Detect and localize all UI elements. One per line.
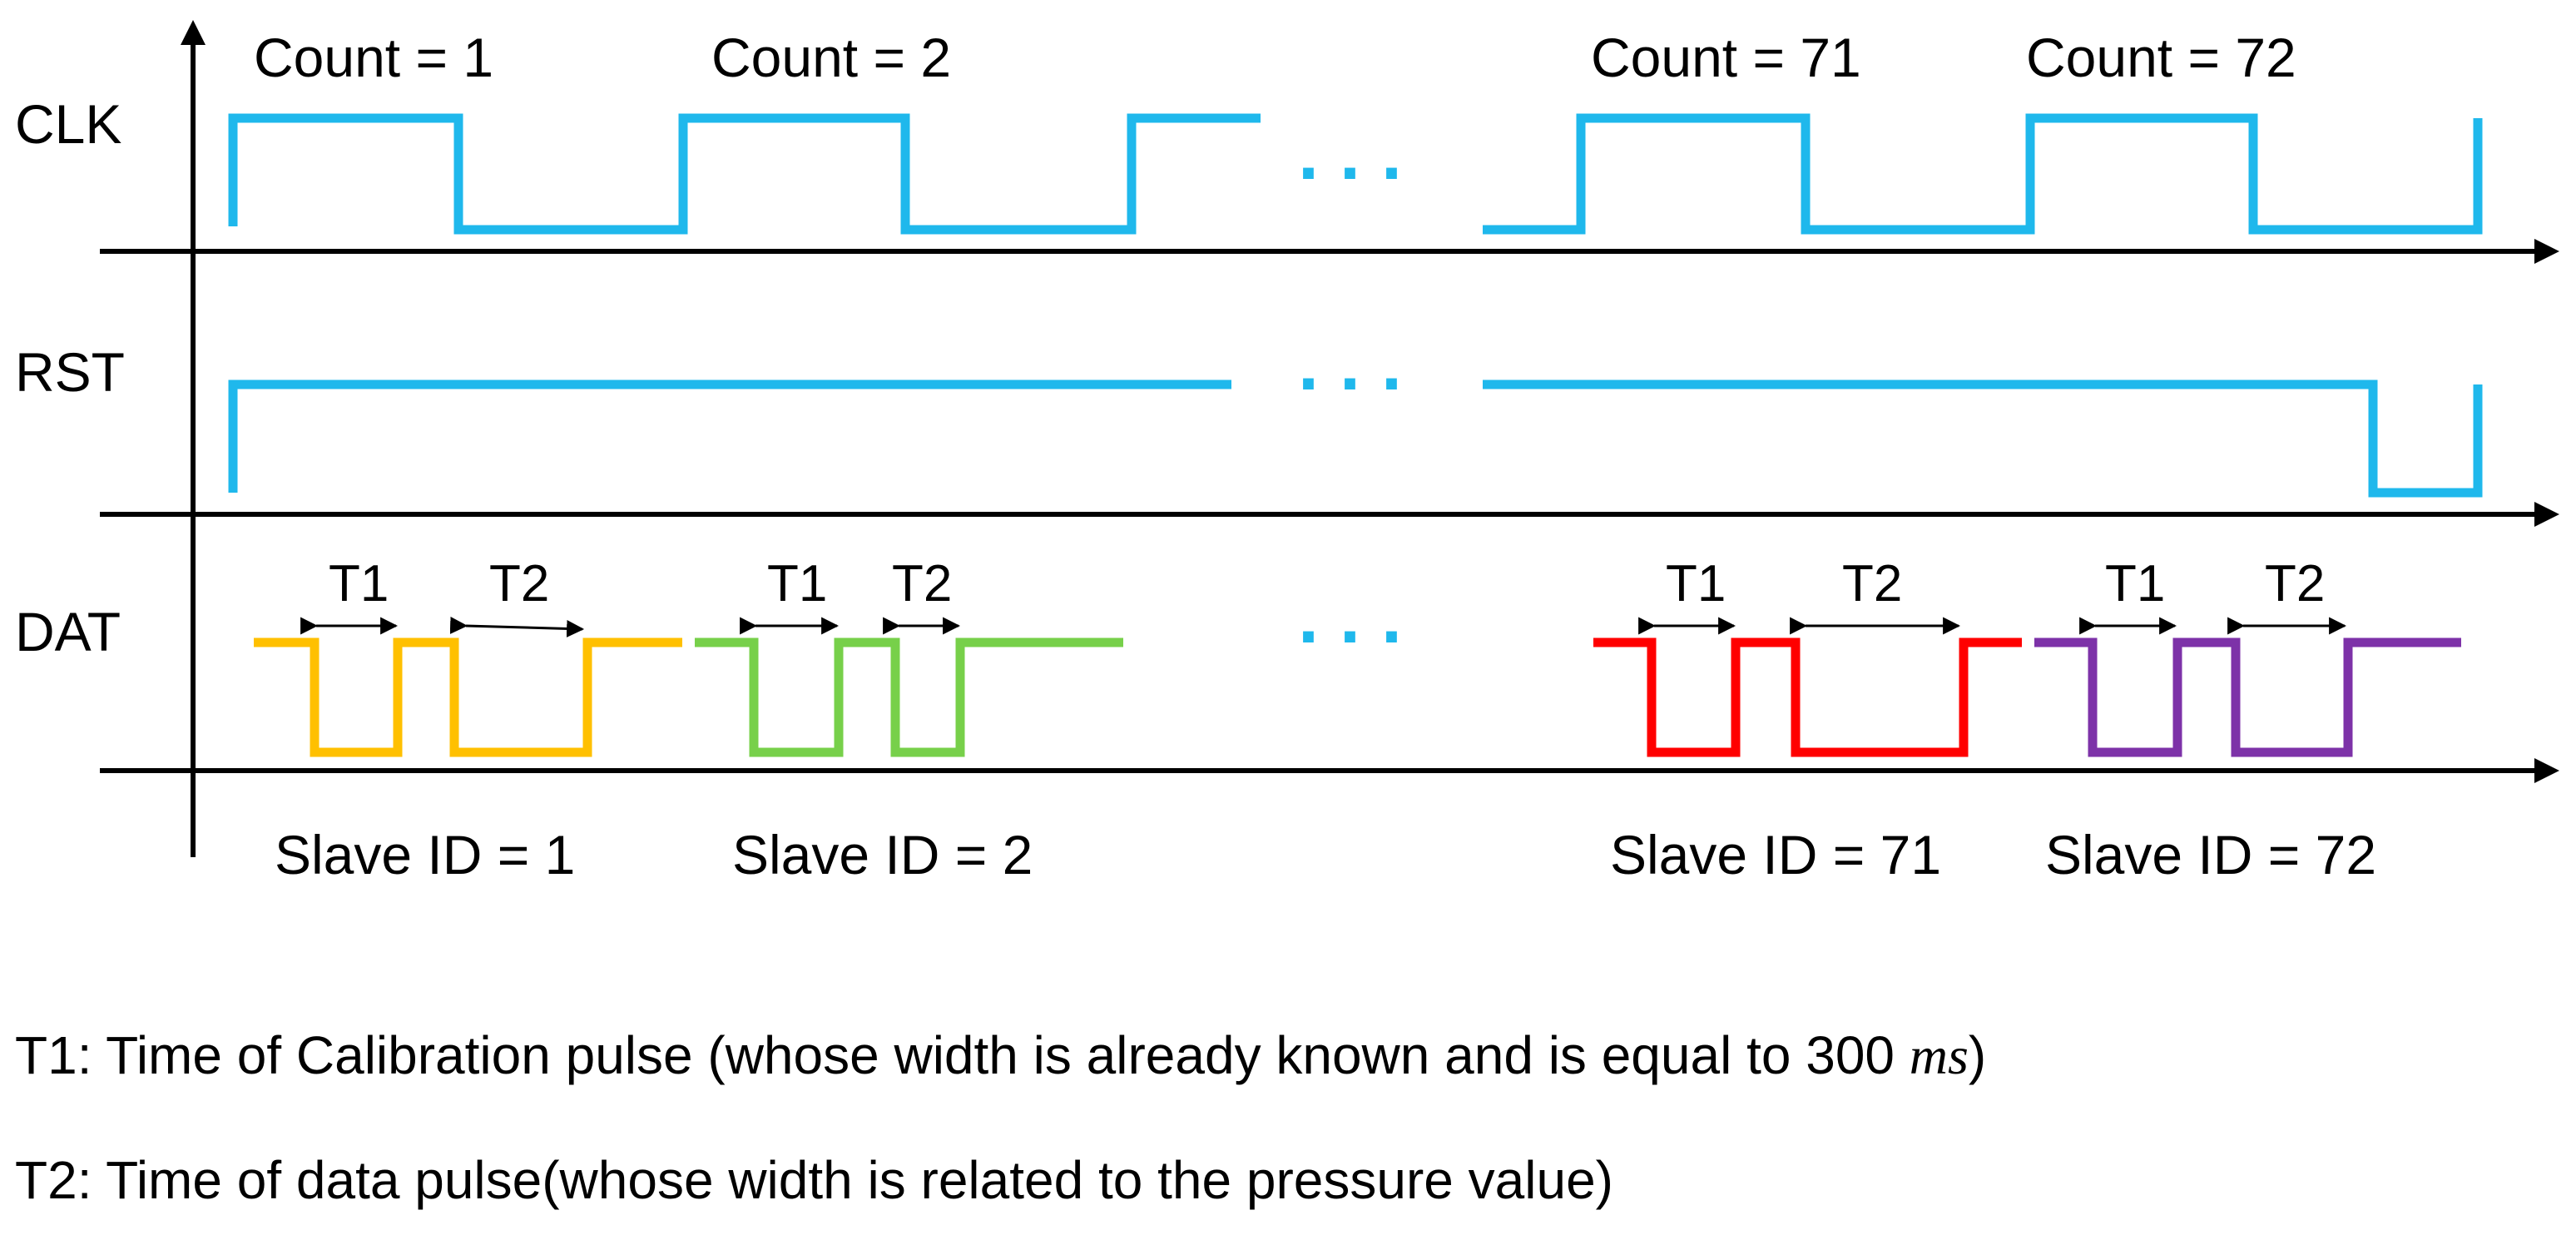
t2-label-slave-2: T2	[892, 555, 952, 613]
rst-ellipsis: . . .	[1298, 323, 1402, 406]
dat-waveform-slave-1	[254, 637, 682, 757]
legend-t1: T1: Time of Calibration pulse (whose wid…	[15, 1025, 1986, 1085]
clk-waveform-left	[228, 113, 1261, 235]
t1-label-slave-1: T1	[329, 555, 389, 613]
rst-label: RST	[15, 341, 125, 403]
count-label-2: Count = 2	[711, 27, 951, 88]
rst-waveform-right	[1483, 379, 2483, 498]
t1-label-slave-71: T1	[1666, 555, 1726, 613]
slave-id-label-2: Slave ID = 2	[732, 824, 1033, 885]
legend-t1-text: T1: Time of Calibration pulse (whose wid…	[15, 1025, 1910, 1085]
rst-waveform-left	[228, 379, 1231, 493]
slave-id-label-1: Slave ID = 1	[275, 824, 575, 885]
slave-id-label-72: Slave ID = 72	[2045, 824, 2376, 885]
dat-waveform-slave-71	[1593, 637, 2022, 757]
legend-t1-close: )	[1969, 1025, 1986, 1085]
t1-label-slave-72: T1	[2105, 555, 2165, 613]
legend-t1-unit: ms	[1910, 1026, 1969, 1085]
t2-arrow-slave-1	[449, 616, 585, 637]
t2-label-slave-71: T2	[1842, 555, 1902, 613]
t2-label-slave-72: T2	[2265, 555, 2325, 613]
t2-label-slave-1: T2	[489, 555, 549, 613]
count-label-1: Count = 1	[254, 27, 493, 88]
legend-t2: T2: Time of data pulse(whose width is re…	[15, 1150, 1613, 1210]
clk-waveform-right	[1483, 113, 2483, 235]
t1-label-slave-2: T1	[767, 555, 827, 613]
count-label-71: Count = 71	[1591, 27, 1861, 88]
dat-waveform-slave-2	[695, 637, 1123, 757]
dat-waveform-slave-72	[2034, 637, 2461, 757]
dat-label: DAT	[15, 601, 121, 662]
dat-ellipsis: . . .	[1298, 576, 1402, 659]
slave-id-label-71: Slave ID = 71	[1610, 824, 1941, 885]
count-label-72: Count = 72	[2026, 27, 2296, 88]
clk-ellipsis: . . .	[1298, 112, 1402, 196]
clk-label: CLK	[15, 93, 121, 155]
